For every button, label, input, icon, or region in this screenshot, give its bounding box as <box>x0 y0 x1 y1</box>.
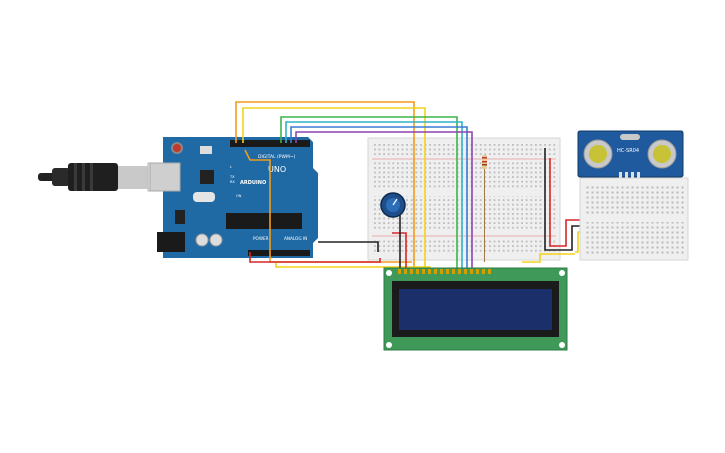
wires <box>235 101 637 270</box>
atmega-chip <box>226 213 302 229</box>
potentiometer[interactable] <box>380 192 406 218</box>
arduino-uno-board[interactable]: ARDUINO UNO DIGITAL (PWM~) POWER ANALOG … <box>149 137 318 258</box>
digital-header-label: DIGITAL (PWM~) <box>258 154 296 160</box>
lcd-screen <box>399 289 552 330</box>
rx-label: RX <box>230 180 235 184</box>
resistor[interactable] <box>482 155 487 262</box>
sensor-model-label: HC-SR04 <box>617 148 639 154</box>
arduino-model-label: UNO <box>268 165 286 174</box>
analog-header-label: ANALOG IN <box>284 236 307 241</box>
main-breadboard[interactable] <box>367 137 561 261</box>
digital-header <box>230 140 310 147</box>
lcd-16x2-display[interactable] <box>383 267 568 351</box>
power-header-label: POWER <box>253 236 269 241</box>
power-analog-header <box>248 250 310 256</box>
small-breadboard[interactable] <box>579 177 689 261</box>
l-label: L <box>230 165 232 169</box>
tx-label: TX <box>229 175 235 179</box>
arduino-brand-label: ARDUINO <box>240 180 266 186</box>
ultrasonic-sensor[interactable]: HC-SR04 <box>577 130 684 179</box>
reset-button[interactable] <box>171 142 183 154</box>
on-label: ON <box>236 194 242 198</box>
